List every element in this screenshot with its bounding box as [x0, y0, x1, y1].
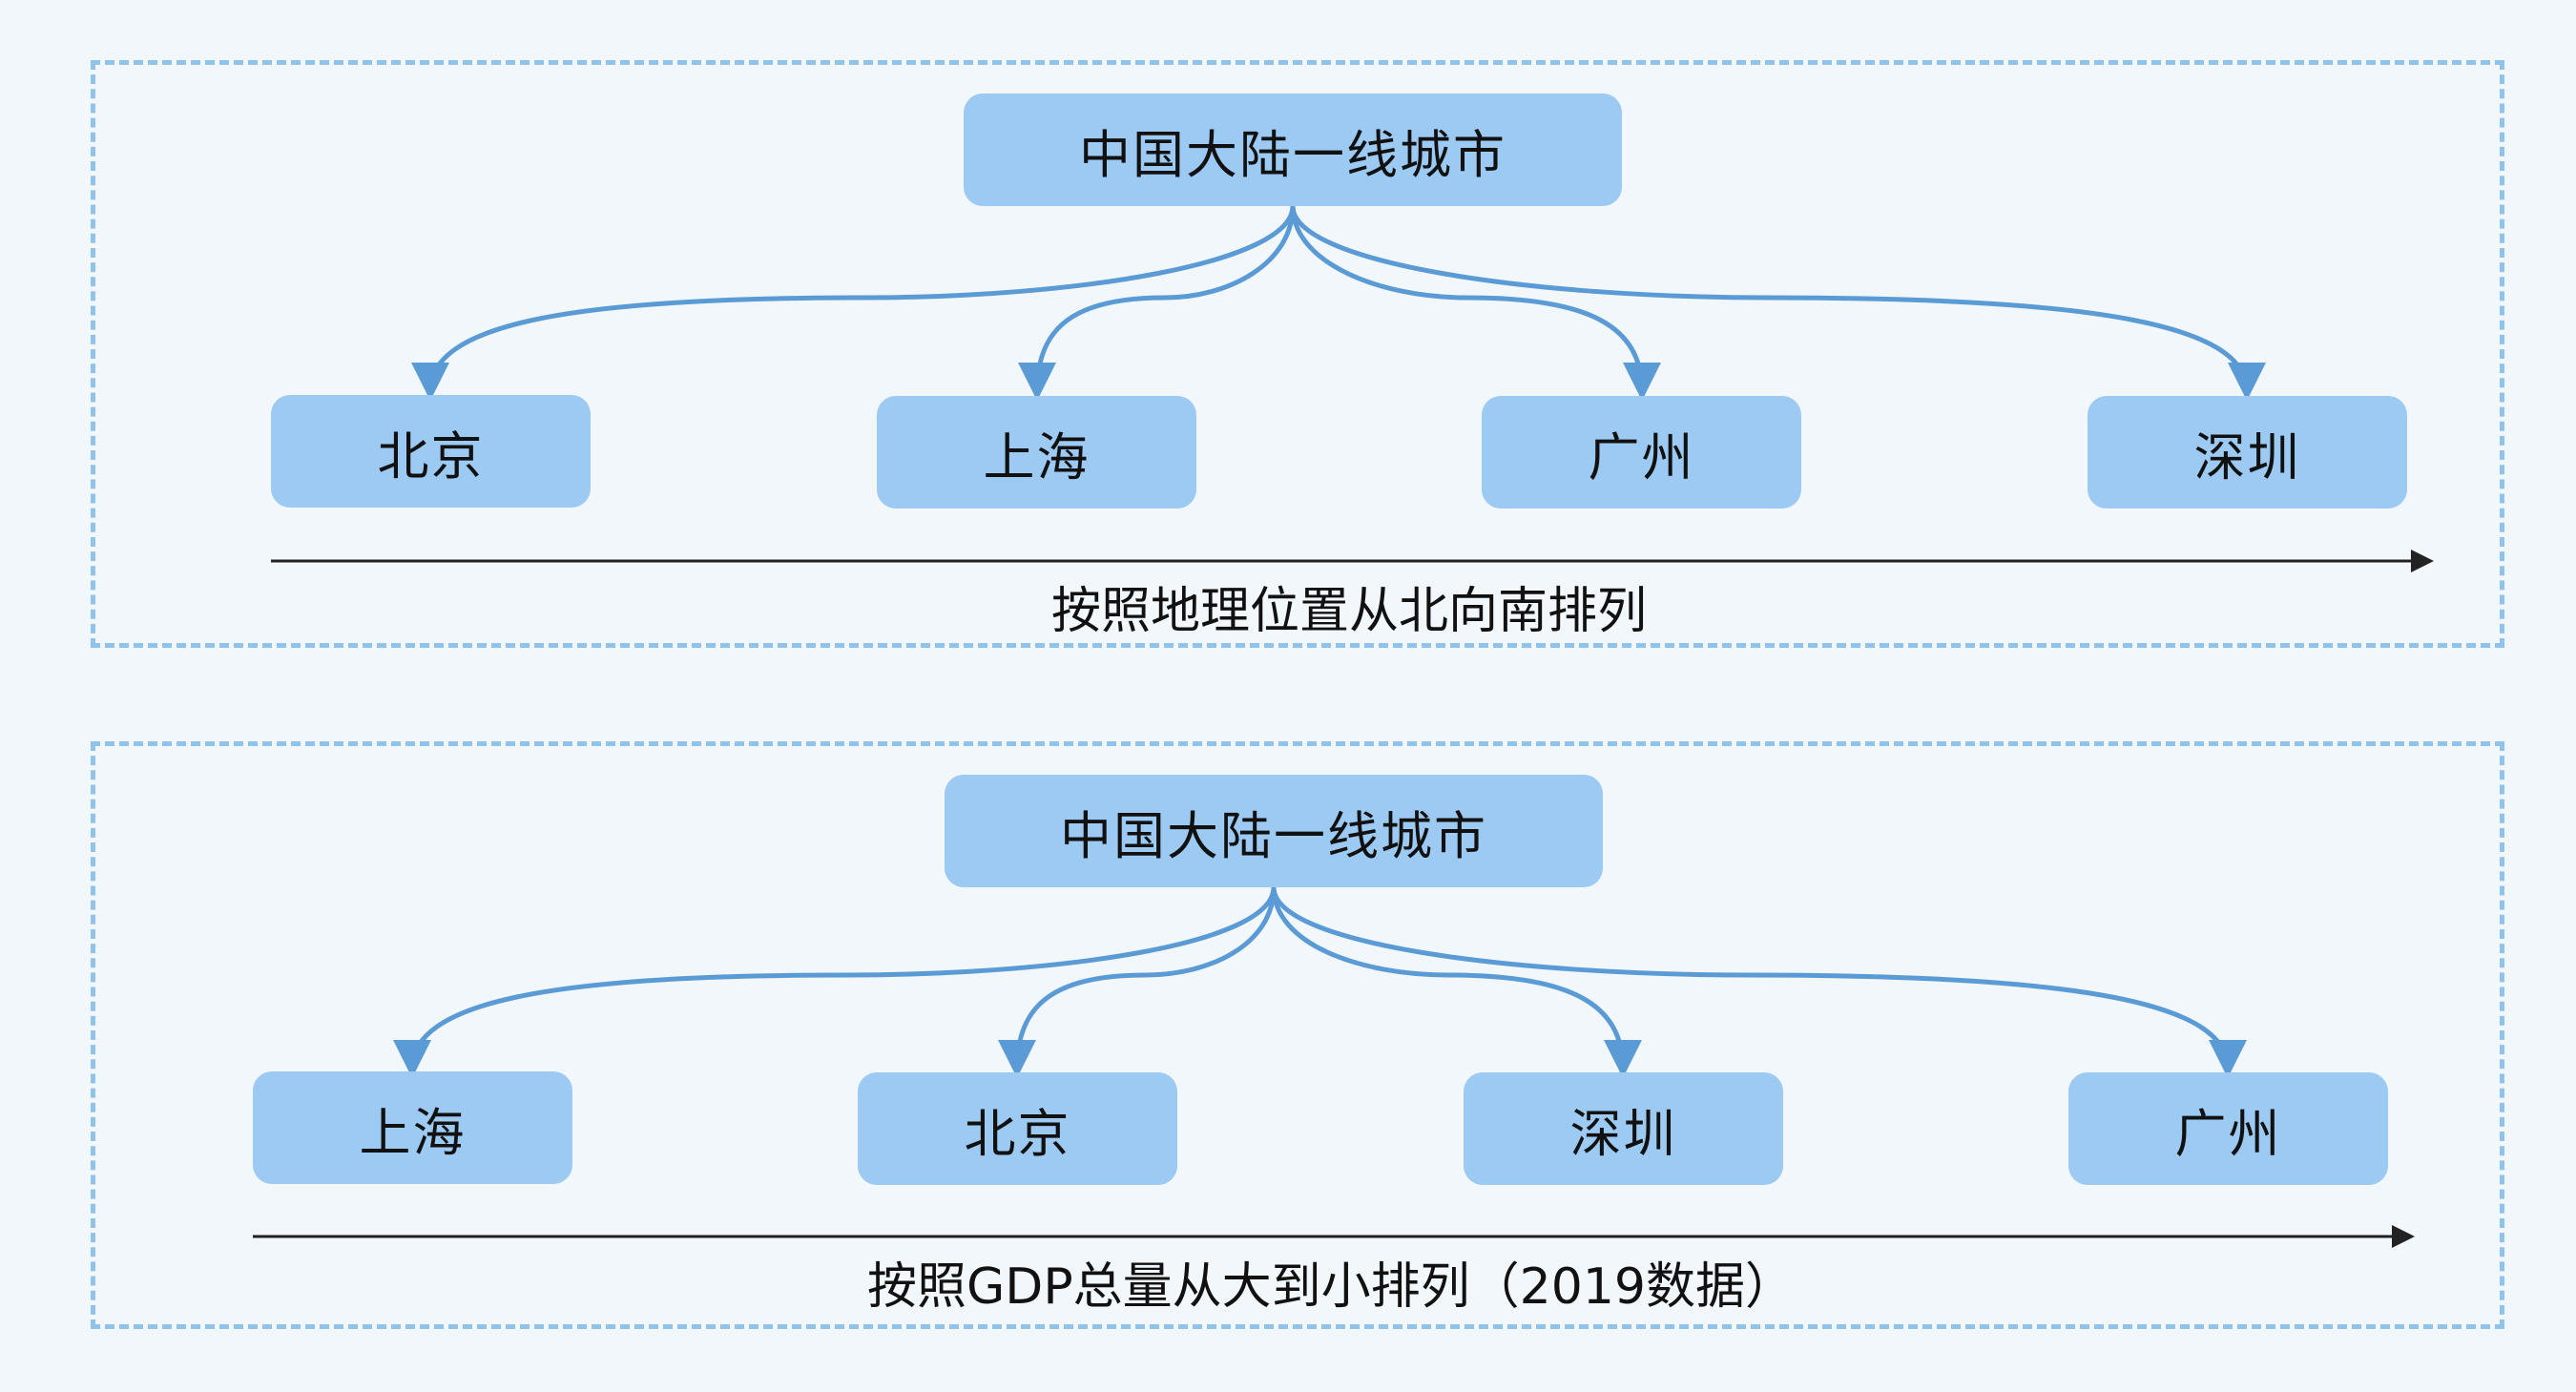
city-node-shenzhen: 深圳 [2088, 396, 2407, 509]
city-node-guangzhou: 广州 [1482, 396, 1801, 509]
geography-caption: 按照地理位置从北向南排列 [1050, 583, 1647, 640]
city-node-shenzhen-gdp: 深圳 [1464, 1072, 1783, 1185]
geography-panel [91, 60, 2504, 648]
root-node-geography: 中国大陆一线城市 [964, 93, 1622, 206]
city-node-beijing: 北京 [271, 395, 591, 508]
city-node-guangzhou-gdp: 广州 [2068, 1072, 2388, 1185]
gdp-panel [91, 741, 2504, 1329]
gdp-caption: 按照GDP总量从大到小排列（2019数据） [866, 1258, 1796, 1316]
city-node-shanghai: 上海 [877, 396, 1196, 509]
root-node-gdp: 中国大陆一线城市 [945, 775, 1603, 887]
city-node-beijing-gdp: 北京 [858, 1072, 1177, 1185]
city-node-shanghai-gdp: 上海 [253, 1071, 572, 1184]
